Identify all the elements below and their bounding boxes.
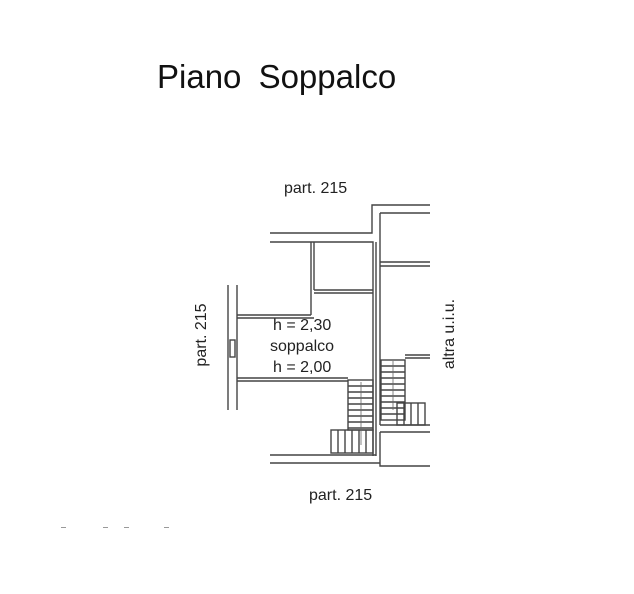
window: [229, 339, 236, 358]
scale-tick: [164, 527, 169, 528]
label-adjacent-unit: altra u.i.u.: [441, 298, 458, 370]
label-room: soppalco: [270, 338, 335, 355]
drawing-title: Piano Soppalco: [157, 58, 397, 95]
scale-tick: [61, 527, 66, 528]
scale-tick: [103, 527, 108, 528]
staircase-left: [330, 379, 374, 454]
scale-tick: [124, 527, 129, 528]
label-left-parcel: part. 215: [193, 303, 210, 367]
label-height-2: h = 2,00: [273, 359, 332, 376]
label-top-parcel: part. 215: [284, 180, 348, 197]
staircase-right: [380, 359, 426, 426]
label-height-1: h = 2,30: [273, 317, 332, 334]
label-bottom-parcel: part. 215: [309, 487, 373, 504]
inner-walls: [227, 242, 430, 410]
outer-walls: [270, 204, 430, 467]
